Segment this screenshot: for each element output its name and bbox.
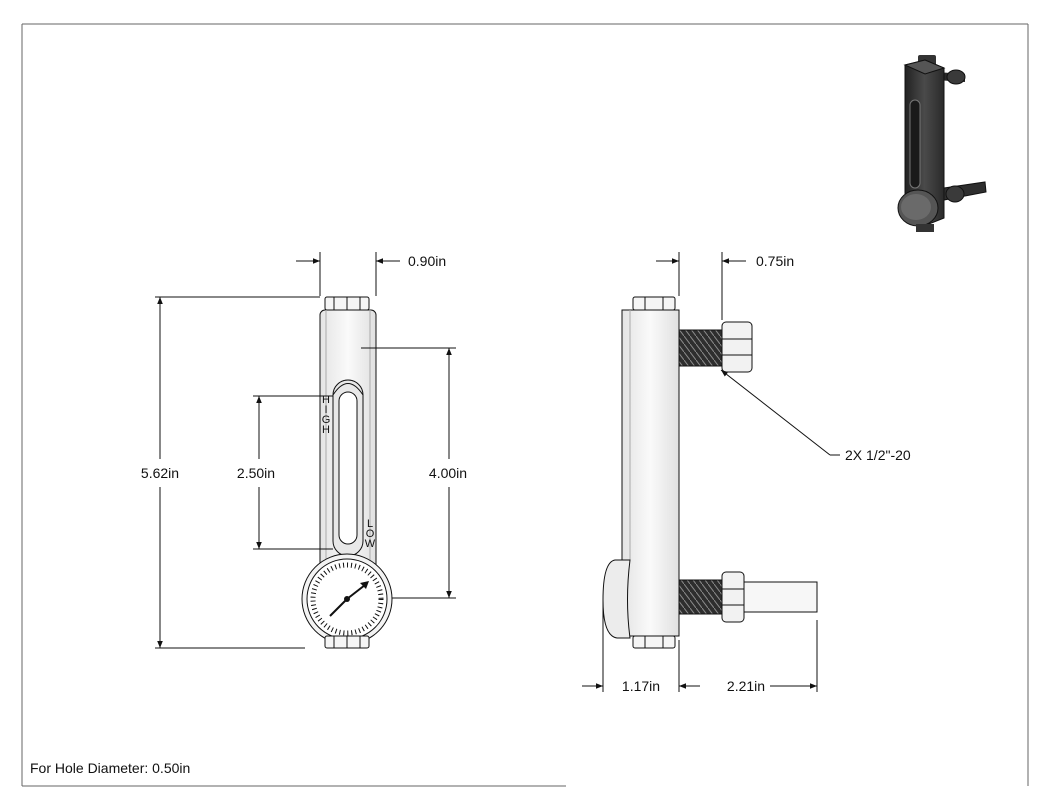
- dim-overall-height: 5.62in: [141, 465, 179, 481]
- footer-note: For Hole Diameter: 0.50in: [30, 760, 191, 776]
- low-label: L O W: [365, 518, 376, 550]
- drawing-border: [21, 23, 1029, 787]
- front-dimension-lines: [155, 252, 456, 649]
- dim-bolt-width: 0.75in: [756, 253, 794, 269]
- low-letter: O: [366, 528, 375, 540]
- dim-center-distance: 4.00in: [429, 465, 467, 481]
- low-letter: L: [367, 518, 373, 530]
- thread-callout: 2X 1/2"-20: [845, 447, 911, 463]
- high-label: H I G H: [322, 394, 331, 436]
- low-letter: W: [365, 538, 376, 550]
- isometric-view: [897, 55, 987, 232]
- side-view: [602, 296, 818, 649]
- dim-side-depth: 1.17in: [622, 678, 660, 694]
- front-view: [301, 296, 393, 649]
- high-letter: G: [322, 414, 331, 426]
- high-letter: H: [322, 424, 330, 436]
- high-letter: H: [322, 394, 330, 406]
- dim-front-width: 0.90in: [408, 253, 446, 269]
- high-letter: I: [324, 404, 327, 416]
- side-dimension-lines: [582, 252, 840, 692]
- dim-window-height: 2.50in: [237, 465, 275, 481]
- dim-bolt-length: 2.21in: [727, 678, 765, 694]
